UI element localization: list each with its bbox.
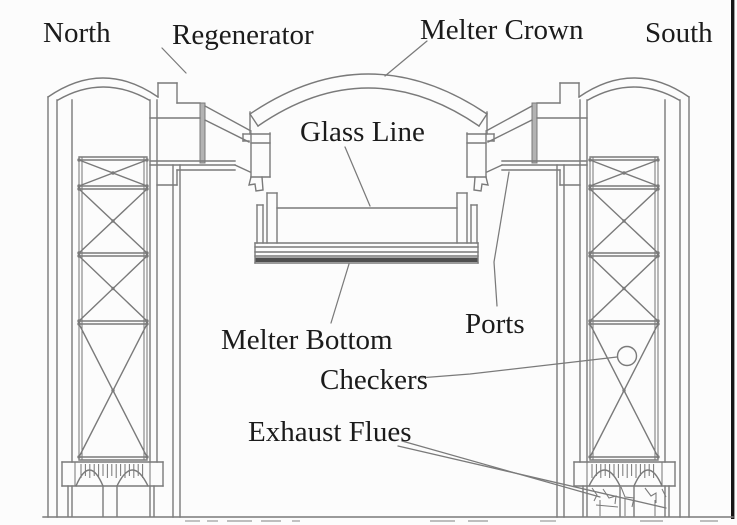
label-checkers: Checkers	[320, 364, 428, 396]
left-checker-lattice	[77, 156, 149, 461]
structure-line	[111, 171, 115, 175]
right-checker-lattice	[588, 156, 660, 461]
structure-line	[588, 322, 592, 326]
label-melter-bottom: Melter Bottom	[221, 324, 393, 356]
exhaust-flues-leader-1	[401, 440, 601, 498]
structure-line	[77, 158, 81, 162]
structure-line	[77, 251, 81, 255]
left-port-wall-shaded	[199, 102, 206, 164]
structure-line	[622, 388, 626, 393]
left-port-mouth	[248, 132, 271, 192]
melter-crown-leader	[384, 40, 428, 77]
leader-lines	[161, 40, 667, 509]
checker-marker-circle	[616, 345, 638, 367]
label-regenerator: Regenerator	[172, 19, 314, 51]
structure-line	[622, 286, 626, 291]
structure-line	[77, 187, 81, 191]
structure-line	[145, 254, 149, 258]
label-north: North	[43, 17, 111, 49]
structure-line	[77, 455, 81, 459]
structure-line	[111, 219, 115, 223]
structure-line	[588, 254, 592, 258]
label-glass-line: Glass Line	[300, 116, 425, 148]
structure-line	[588, 251, 592, 255]
structure-line	[588, 158, 592, 162]
right-regenerator-structure	[485, 77, 690, 518]
scan-right-border	[731, 0, 735, 519]
structure-line	[656, 319, 660, 323]
structure-line	[77, 319, 81, 323]
label-ports: Ports	[465, 308, 525, 340]
structure-line	[77, 254, 81, 258]
labels: North Regenerator Melter Crown South Gla…	[43, 14, 713, 448]
structure-line	[145, 251, 149, 255]
melter-bottom-leader	[330, 263, 350, 324]
structure-line	[111, 388, 115, 393]
structure-line	[622, 219, 626, 223]
structure-line	[588, 469, 621, 487]
exhaust-flues-leader-2	[397, 445, 667, 509]
exhaust-flue-openings	[591, 486, 667, 516]
glass-line-leader	[344, 146, 371, 207]
right-port-wall-shaded	[531, 102, 538, 164]
structure-line	[588, 319, 592, 323]
melter-crown-arch	[249, 73, 488, 115]
structure-line	[145, 184, 149, 188]
structure-line	[75, 469, 104, 487]
regenerator-leader	[161, 47, 187, 74]
ports-leader	[493, 171, 510, 307]
structure-line	[145, 158, 149, 162]
label-exhaust-flues: Exhaust Flues	[248, 416, 412, 448]
left-regenerator-structure	[47, 77, 252, 518]
melter-structure	[242, 73, 495, 264]
structure-line	[656, 158, 660, 162]
structure-line	[588, 455, 592, 459]
structure-line	[656, 251, 660, 255]
structure-line	[656, 187, 660, 191]
structure-line	[656, 184, 660, 188]
structure-line	[145, 187, 149, 191]
structure-line	[588, 184, 592, 188]
structure-line	[116, 469, 149, 487]
structure-line	[77, 322, 81, 326]
label-south: South	[645, 17, 713, 49]
structure-line	[656, 254, 660, 258]
structure-line	[633, 469, 663, 487]
structure-line	[145, 455, 149, 459]
structure-line	[145, 319, 149, 323]
structure-line	[111, 286, 115, 291]
structure-line	[77, 184, 81, 188]
melter-tank	[256, 192, 478, 244]
structure-line	[656, 455, 660, 459]
right-rider-arches	[573, 461, 676, 517]
checkers-leader	[418, 356, 618, 379]
left-rider-arches	[61, 461, 164, 517]
structure-line	[145, 322, 149, 326]
melter-bottom-slab	[254, 242, 479, 264]
structure-line	[588, 187, 592, 191]
right-port-mouth	[466, 132, 489, 192]
structure-line	[622, 171, 626, 175]
label-melter-crown: Melter Crown	[420, 14, 584, 46]
structure-line	[656, 322, 660, 326]
